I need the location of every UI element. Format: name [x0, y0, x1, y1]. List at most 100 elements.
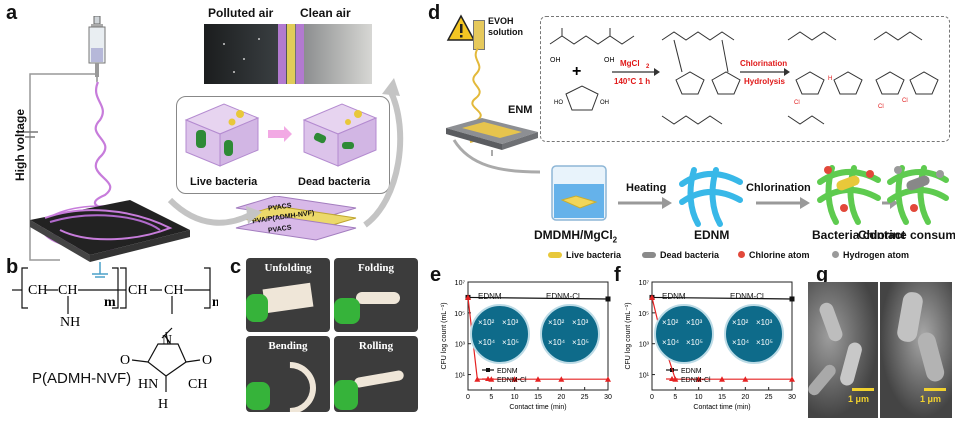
data-point-ednm-cl [465, 294, 471, 300]
dead-bacteria-legend-icon [642, 252, 656, 258]
petri-f-label-ednm: EDNM [662, 292, 686, 301]
data-point-ednm-cl [474, 376, 481, 382]
legend-label: EDNM-Cl [497, 377, 527, 384]
petri-e-label-ednmcl: EDNM-Cl [546, 292, 580, 301]
syringe-icon [88, 16, 106, 84]
clean-air-label: Clean air [300, 6, 351, 20]
ch2-a-text: CH [28, 283, 47, 298]
petri-dish-f-ednm: ×10² ×10³ ×10⁴ ×10⁵ [654, 304, 714, 364]
reaction-conditions: 140°C 1 h [614, 77, 650, 86]
x-tick-label: 25 [581, 394, 589, 401]
panel-e-label: e [430, 264, 442, 286]
x-tick-label: 25 [765, 394, 773, 401]
bacteria-box [176, 96, 390, 194]
n-subscript: n [212, 295, 218, 310]
y-tick-label: 10⁵ [638, 311, 649, 318]
polymer-structure: CH CH NH m CH CH n N O O HN CH H [12, 267, 218, 412]
dead-bacteria-label: Dead bacteria [298, 176, 371, 188]
x-axis-label: Contact time (min) [509, 404, 566, 411]
bacteria-contact-mesh [817, 165, 881, 225]
heating-arrow [618, 197, 672, 209]
photo-label-folding: Folding [357, 262, 395, 274]
x-tick-label: 20 [557, 394, 565, 401]
data-point-ednm-cl [605, 376, 611, 382]
petri-f-label-ednmcl: EDNM-Cl [730, 292, 764, 301]
reaction-scheme: OH OH + HO OH MgCl 2 140°C 1 h Chlorinat… [549, 28, 939, 125]
legend-label: EDNM [497, 368, 518, 375]
reaction-box [540, 16, 950, 142]
series-line-ednm [467, 296, 609, 300]
petri-dish-f-ednmcl: ×10² ×10³ ×10⁴ ×10⁵ [724, 304, 784, 364]
polymer-name: P(ADMH-NVF) [32, 370, 132, 387]
svg-text:2: 2 [646, 64, 650, 70]
panel-g-label: g [816, 264, 829, 286]
legend-label: EDNM [681, 368, 702, 375]
scalebar-right-label: 1 μm [920, 394, 942, 404]
data-point-ednm [789, 296, 795, 302]
photo-rolling: Rolling [334, 336, 418, 412]
svg-text:Cl: Cl [902, 98, 908, 104]
photo-label-bending: Bending [268, 340, 308, 352]
petri-group-f: EDNM EDNM-Cl ×10² ×10³ ×10⁴ ×10⁵ ×10² ×1… [654, 292, 788, 364]
x-tick-label: 30 [788, 394, 796, 401]
data-point-ednm-cl [789, 376, 795, 382]
x-tick-label: 0 [466, 394, 470, 401]
warning-icon [446, 14, 476, 41]
nh2-text: NH [60, 315, 80, 330]
scalebar-left [852, 388, 874, 391]
legend-label: EDNM-Cl [681, 377, 711, 384]
sem-image: 1 μm 1 μm [805, 282, 952, 418]
legend-dead: Dead bacteria [660, 250, 720, 260]
data-point-ednm-cl [558, 376, 565, 382]
petri-dish-e-ednmcl: ×10² ×10³ ×10⁴ ×10⁵ [540, 304, 600, 364]
enm-collector [446, 118, 538, 156]
ch3-text: CH [188, 377, 207, 392]
y-tick-label: 10¹ [455, 373, 466, 380]
hydrolysis-step: Hydrolysis [744, 77, 785, 86]
x-tick-label: 20 [741, 394, 749, 401]
y-axis-label: CFU log count (mL⁻¹) [441, 302, 448, 369]
flow-connector [452, 139, 541, 174]
data-point-ednm-cl [719, 376, 725, 382]
polluted-air-label: Polluted air [208, 6, 274, 20]
ch2-b-text: CH [128, 283, 147, 298]
x-tick-label: 5 [673, 394, 677, 401]
live-bacteria-legend-icon [548, 252, 562, 258]
m-subscript: m [104, 295, 116, 310]
photo-bending: Bending [246, 336, 330, 412]
petri-e-label-ednm: EDNM [478, 292, 502, 301]
x-tick-label: 0 [650, 394, 654, 401]
layered-membrane [235, 196, 357, 241]
evoh-solution-label: EVOH solution [488, 16, 523, 37]
scalebar-left-label: 1 μm [848, 394, 870, 404]
svg-text:OH: OH [600, 100, 609, 106]
photo-unfolding: Unfolding [246, 258, 330, 332]
bacteria-contact-label: Bacteria contact [812, 228, 906, 242]
wire-circuit [22, 73, 98, 261]
petri-group-e: EDNM EDNM-Cl ×10² ×10³ ×10⁴ ×10⁵ ×10² ×1… [470, 292, 604, 364]
panel-c-label: c [230, 256, 242, 278]
y-tick-label: 10¹ [639, 373, 650, 380]
panel-d-label: d [428, 2, 441, 24]
x-axis-label: Contact time (min) [693, 404, 750, 411]
heating-label: Heating [626, 182, 667, 194]
y-axis-label: CFU log count (mL⁻¹) [625, 302, 632, 369]
solution-syringe-icon [473, 20, 485, 50]
chlorination-flow-label: Chlorination [746, 182, 811, 194]
scalebar-right [924, 388, 946, 391]
air-filter-image [204, 24, 372, 84]
x-tick-label: 10 [695, 394, 703, 401]
hn-text: HN [138, 377, 158, 392]
svg-text:H: H [828, 76, 832, 82]
mgcl-reagent: MgCl [620, 59, 640, 68]
dmdmh-label: DMDMH/MgCl2 [534, 228, 618, 245]
ednm-label: EDNM [694, 228, 730, 242]
svg-text:OH: OH [550, 57, 561, 64]
y-tick-label: 10⁵ [454, 311, 465, 318]
photo-label-unfolding: Unfolding [264, 262, 312, 274]
ednm-mesh [679, 167, 743, 227]
chlorine-consumed-mesh [887, 165, 949, 225]
legend-marker [486, 368, 490, 372]
